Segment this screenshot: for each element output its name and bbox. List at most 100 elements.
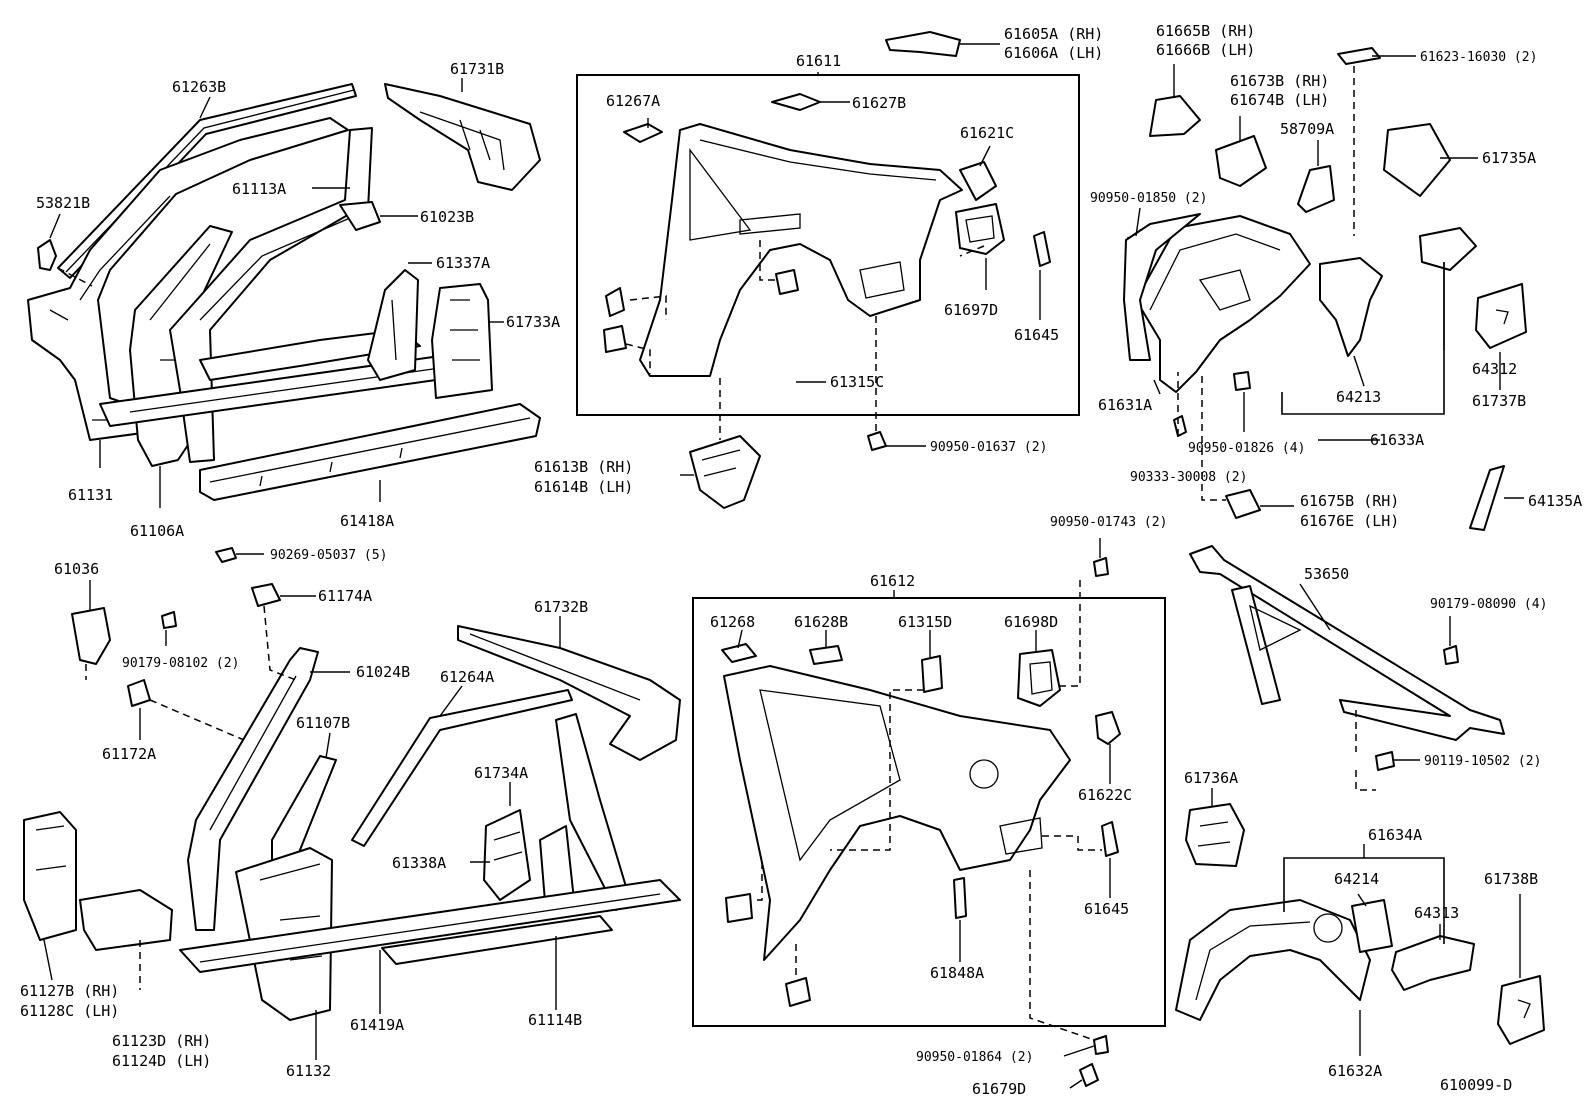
part-64313 [1391, 935, 1475, 991]
label-61419A: 61419A [350, 1016, 404, 1034]
part-61623-tape [1337, 47, 1381, 65]
label-61267A: 61267A [606, 92, 660, 110]
label-64214: 64214 [1334, 870, 1379, 888]
label-61622C: 61622C [1078, 786, 1132, 804]
part-90950-01637-grommet [867, 431, 887, 451]
part-61621C [959, 161, 997, 201]
label-61645-b: 61645 [1084, 900, 1129, 918]
label-90950-01850: 90950-01850 (2) [1090, 191, 1207, 206]
part-61736A [1185, 803, 1245, 867]
part-61697D-fuel-housing [955, 203, 1005, 255]
label-61337A: 61337A [436, 254, 490, 272]
part-61734A [483, 809, 531, 901]
diagram-code: 610099-D [1440, 1076, 1512, 1094]
label-64135A: 64135A [1528, 492, 1582, 510]
part-61735A [1383, 123, 1451, 197]
label-64313: 64313 [1414, 904, 1459, 922]
label-90950-01864: 90950-01864 (2) [916, 1050, 1033, 1065]
part-90950-01826-plug [1233, 371, 1251, 391]
part-61611-quarter-panel [639, 123, 963, 377]
label-61131: 61131 [68, 486, 113, 504]
label-61666B: 61666B (LH) [1156, 41, 1255, 59]
part-64214 [1351, 899, 1393, 953]
label-61611: 61611 [796, 52, 841, 70]
part-61114B-rocker-lower [381, 915, 613, 965]
label-61127B: 61127B (RH) [20, 982, 119, 1000]
part-90119-10502-bolt [1375, 751, 1395, 771]
label-61023B: 61023B [420, 208, 474, 226]
label-61418A: 61418A [340, 512, 394, 530]
part-61123D [79, 889, 173, 951]
label-61737B: 61737B [1472, 392, 1526, 410]
label-61128C: 61128C (LH) [20, 1002, 119, 1020]
label-61645-a: 61645 [1014, 326, 1059, 344]
part-61733A-center-pillar [431, 283, 493, 399]
label-61734A: 61734A [474, 764, 528, 782]
label-61106A: 61106A [130, 522, 184, 540]
part-61645-a [1033, 231, 1051, 267]
label-61848A: 61848A [930, 964, 984, 982]
label-61673B: 61673B (RH) [1230, 72, 1329, 90]
label-61679D: 61679D [972, 1080, 1026, 1098]
label-58709A: 58709A [1280, 120, 1334, 138]
label-90950-01637: 90950-01637 (2) [930, 440, 1047, 455]
part-61036 [71, 607, 111, 665]
part-61738B [1497, 975, 1545, 1045]
label-61632A: 61632A [1328, 1062, 1382, 1080]
label-61733A: 61733A [506, 313, 560, 331]
part-61613B-extension [689, 435, 761, 509]
part-61628B [809, 645, 843, 665]
part-labels: 61263B 61731B 53821B 61113A 61023B 61337… [20, 22, 1582, 1098]
label-61315C: 61315C [830, 373, 884, 391]
part-64312 [1419, 227, 1477, 271]
label-90269-05037: 90269-05037 (5) [270, 548, 387, 563]
part-64213 [1319, 257, 1383, 357]
label-64213: 64213 [1336, 388, 1381, 406]
label-61631A: 61631A [1098, 396, 1152, 414]
dashed-lines [57, 66, 1376, 1041]
label-90950-01826: 90950-01826 (4) [1188, 441, 1305, 456]
label-53650: 53650 [1304, 565, 1349, 583]
part-61645-b [1101, 821, 1119, 857]
label-61633A: 61633A [1370, 431, 1424, 449]
part-61731B-bracket [384, 83, 541, 191]
part-90179-08090-nut [1443, 645, 1459, 665]
part-53821B-clip [37, 239, 57, 271]
label-61605A: 61605A (RH) [1004, 25, 1103, 43]
label-61264A: 61264A [440, 668, 494, 686]
part-61737B [1475, 283, 1527, 349]
part-58709A [1297, 165, 1335, 213]
part-90333-30008-clip [1173, 415, 1187, 437]
label-61698D: 61698D [1004, 613, 1058, 631]
label-61674B: 61674B (LH) [1230, 91, 1329, 109]
label-61114B: 61114B [528, 1011, 582, 1029]
part-61264A [351, 689, 573, 847]
label-61024B: 61024B [356, 663, 410, 681]
part-61627B [771, 93, 821, 111]
part-90950-01864-plug [1093, 1035, 1109, 1055]
label-61132: 61132 [286, 1062, 331, 1080]
label-61738B: 61738B [1484, 870, 1538, 888]
label-61676E: 61676E (LH) [1300, 512, 1399, 530]
part-61024B-a-pillar [187, 647, 319, 931]
label-90119-10502: 90119-10502 (2) [1424, 754, 1541, 769]
part-61605A [885, 31, 961, 57]
label-61621C: 61621C [960, 124, 1014, 142]
label-61113A: 61113A [232, 180, 286, 198]
label-61627B: 61627B [852, 94, 906, 112]
part-61267A [623, 123, 663, 143]
label-61124D: 61124D (LH) [112, 1052, 211, 1070]
label-61606A: 61606A (LH) [1004, 44, 1103, 62]
part-61632A-wheel-house [1175, 899, 1371, 1021]
part-61631A-wheel-house [1123, 213, 1311, 393]
label-61172A: 61172A [102, 745, 156, 763]
group-box-61611 [576, 74, 1080, 416]
label-61612: 61612 [870, 572, 915, 590]
part-61418A-rocker [199, 403, 541, 501]
part-53650-brace [1189, 545, 1505, 741]
label-61614B: 61614B (LH) [534, 478, 633, 496]
label-61731B: 61731B [450, 60, 504, 78]
leader-lines [43, 43, 1524, 1089]
part-90269-05037-screw [215, 547, 237, 563]
